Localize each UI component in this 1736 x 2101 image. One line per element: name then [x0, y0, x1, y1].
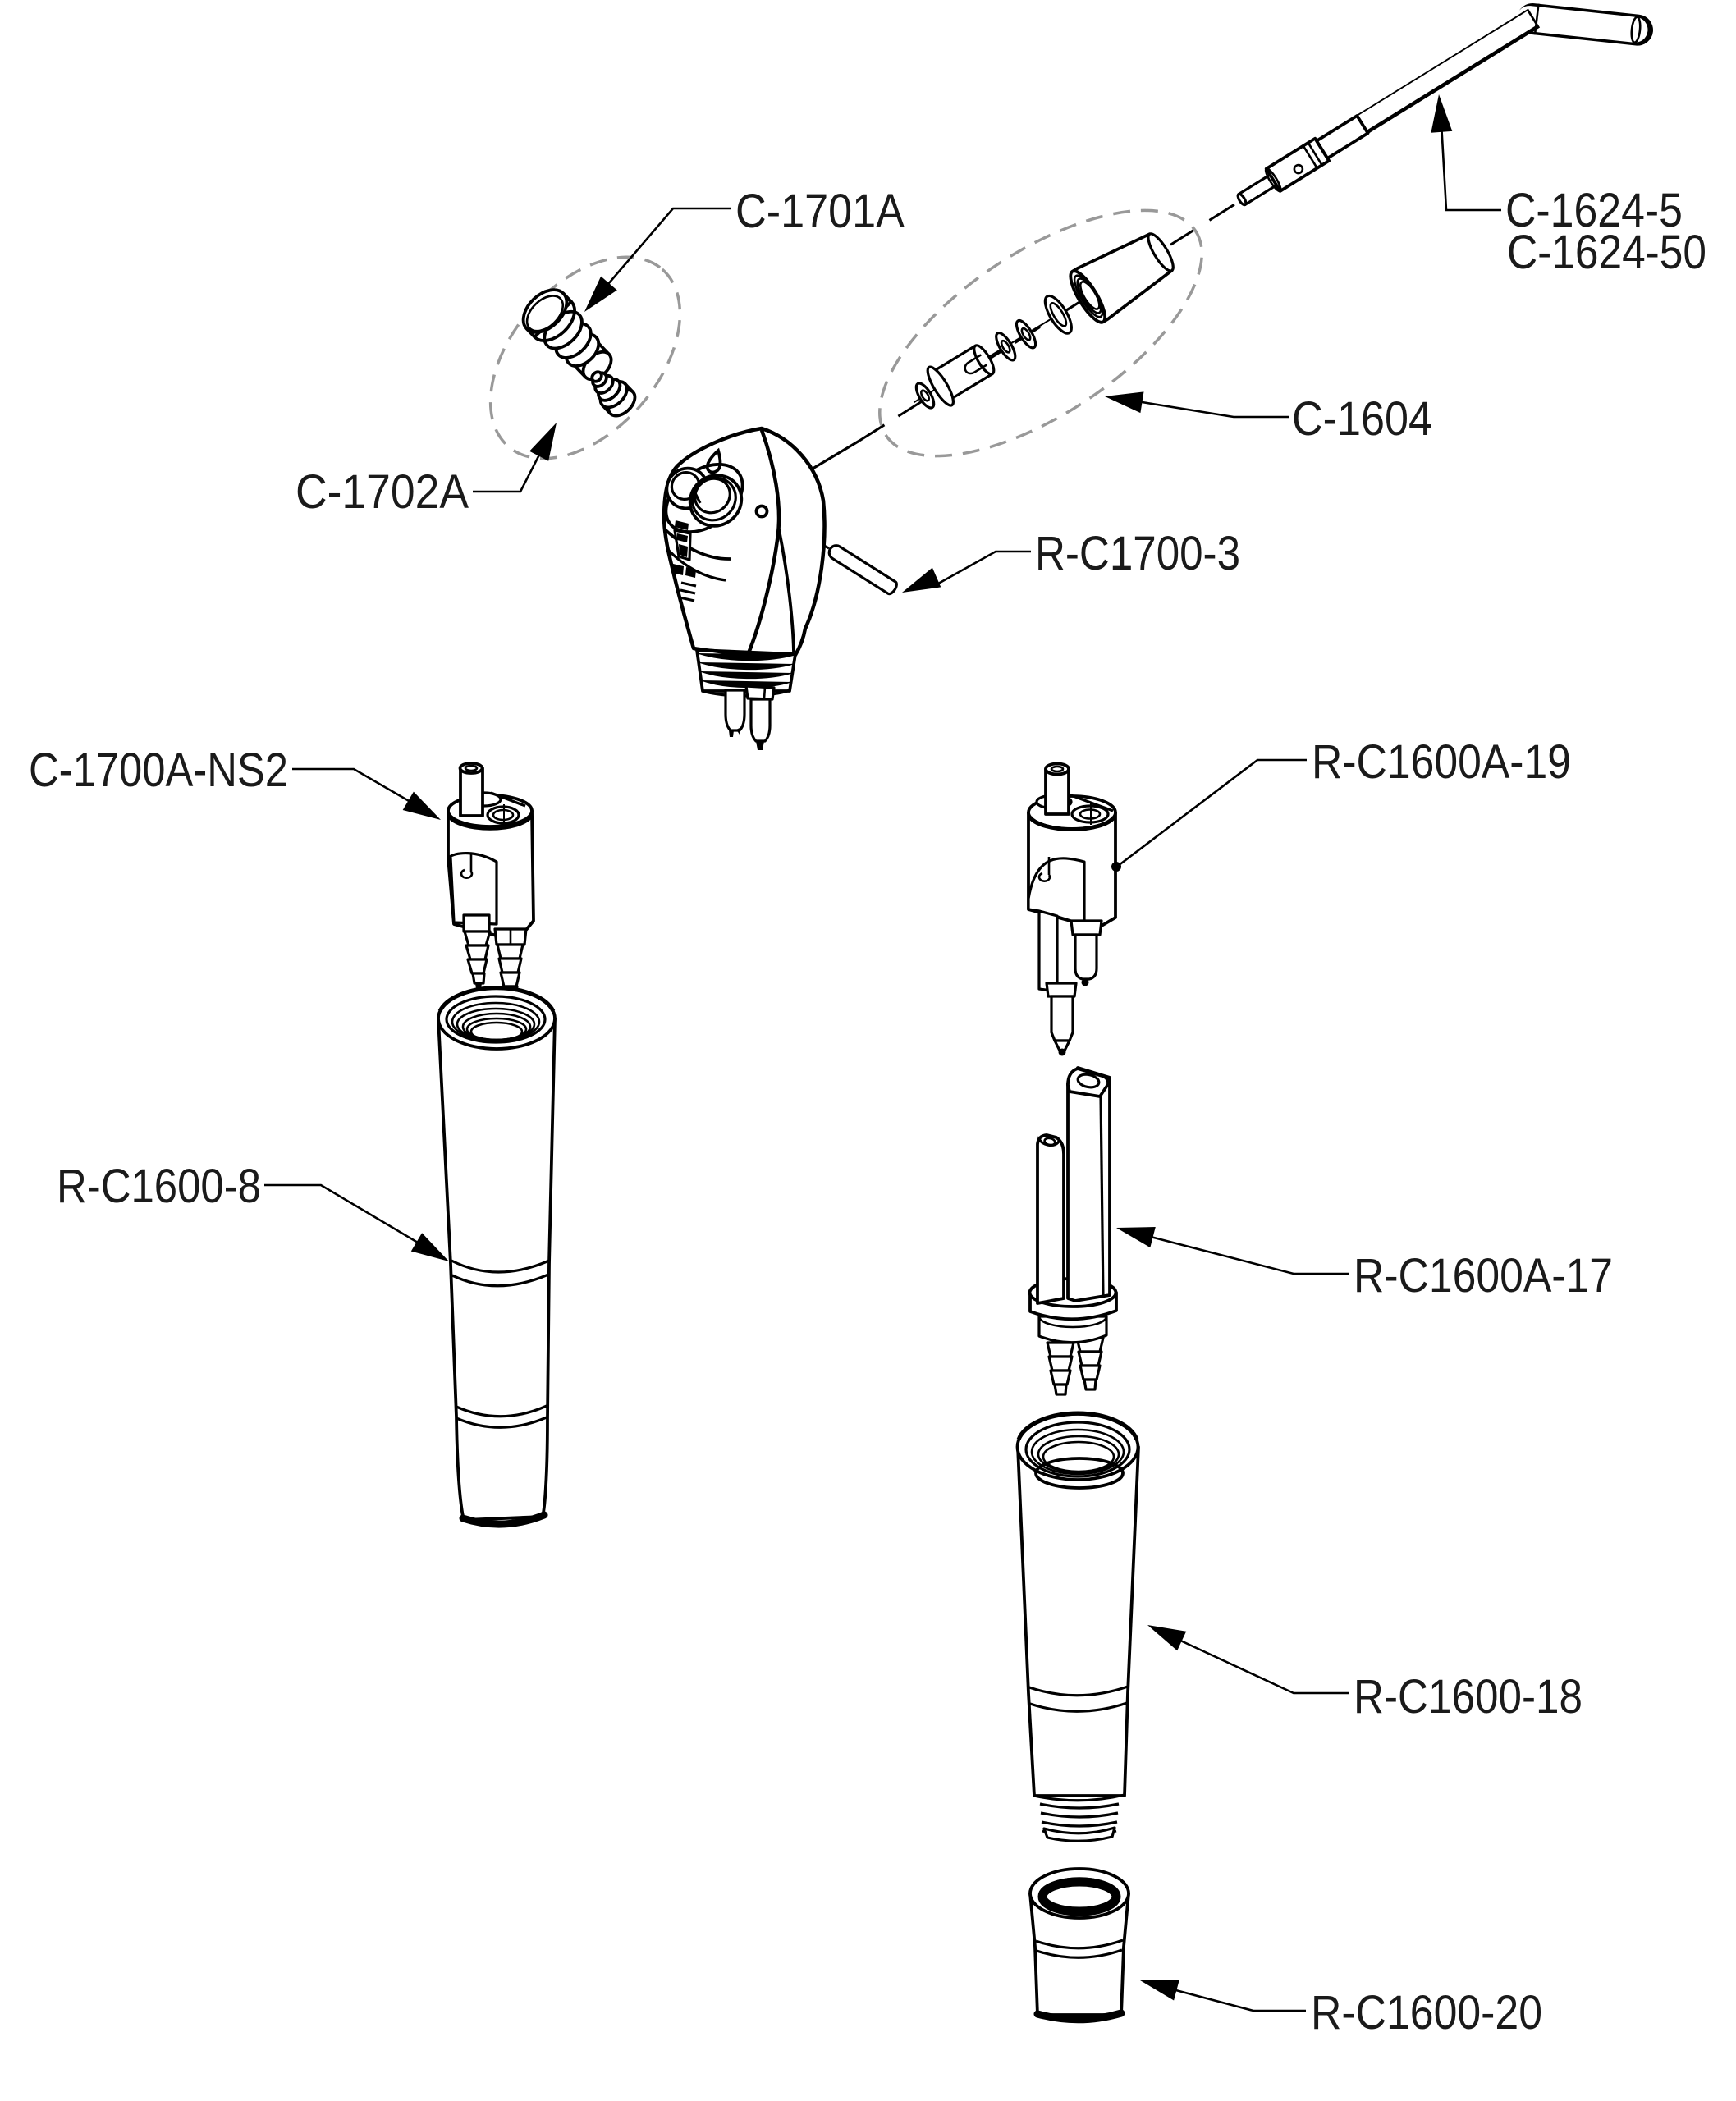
svg-text:R-C1700-3: R-C1700-3 — [1035, 527, 1240, 580]
svg-text:C-1700A-NS2: C-1700A-NS2 — [29, 744, 288, 797]
svg-text:R-C1600-8: R-C1600-8 — [57, 1160, 261, 1213]
svg-text:C-1604: C-1604 — [1292, 392, 1432, 446]
svg-text:C-1624-5: C-1624-5 — [1505, 184, 1683, 237]
svg-text:C-1702A: C-1702A — [295, 465, 469, 519]
svg-text:C-1701A: C-1701A — [735, 185, 905, 238]
svg-text:R-C1600-18: R-C1600-18 — [1354, 1670, 1583, 1723]
svg-text:R-C1600A-19: R-C1600A-19 — [1312, 735, 1571, 789]
svg-text:C-1624-50: C-1624-50 — [1507, 226, 1706, 279]
svg-text:R-C1600A-17: R-C1600A-17 — [1354, 1249, 1613, 1302]
svg-text:R-C1600-20: R-C1600-20 — [1311, 1986, 1542, 2039]
